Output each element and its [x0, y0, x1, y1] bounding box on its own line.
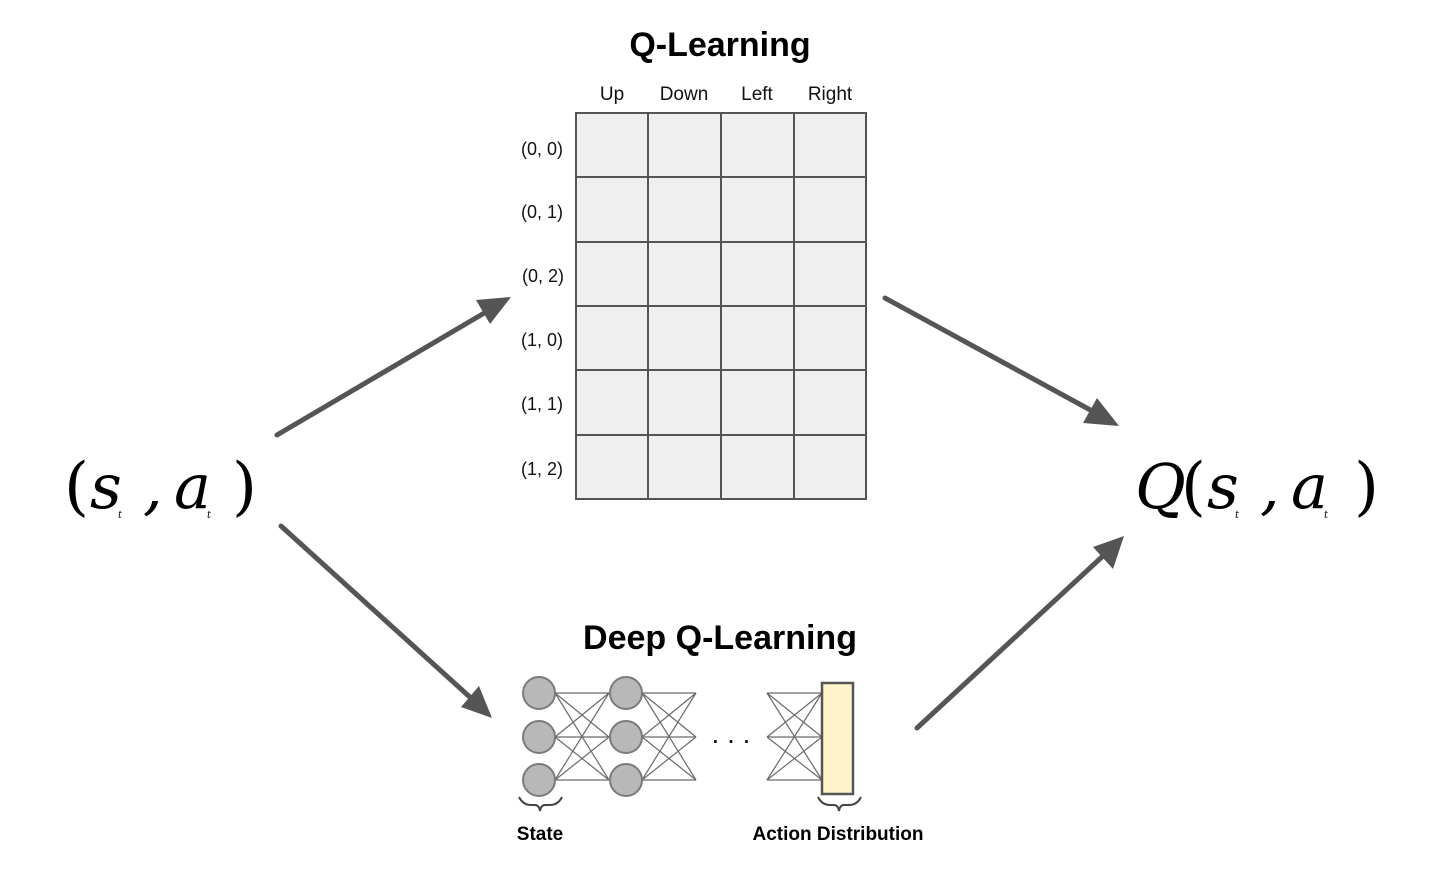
hidden-neuron — [609, 676, 643, 710]
column-header-left: Left — [741, 84, 773, 105]
q-table-cell — [793, 305, 867, 371]
q-table-cell — [720, 434, 795, 500]
q-table-cell — [575, 434, 649, 500]
deep-q-learning-section: Deep Q-Learning — [517, 619, 924, 845]
q-table-cell — [793, 176, 867, 243]
output-s-subscript: t — [1235, 510, 1239, 521]
q-table-cell — [575, 369, 649, 436]
input-close-paren: ) — [232, 450, 257, 524]
column-header-up: Up — [600, 84, 624, 105]
output-s-symbol: s — [1207, 450, 1239, 523]
neural-connection — [766, 692, 823, 738]
row-label-0-0: (0, 0) — [521, 139, 563, 159]
neural-connection — [766, 736, 823, 781]
input-state-action: ( s t , a t ) — [64, 450, 257, 524]
row-label-1-1: (1, 1) — [521, 394, 563, 414]
q-table-cell — [647, 112, 722, 178]
q-table-cell — [720, 176, 795, 243]
input-s-symbol: s — [90, 450, 122, 523]
q-table-cell — [793, 112, 867, 178]
input-comma: , — [143, 450, 163, 523]
q-table-cell — [793, 241, 867, 307]
column-header-right: Right — [808, 84, 853, 105]
q-table-cell — [720, 241, 795, 307]
row-label-0-1: (0, 1) — [521, 202, 563, 222]
column-header-down: Down — [660, 84, 709, 105]
neural-connection — [641, 736, 697, 781]
neural-connection — [554, 692, 610, 781]
q-table-cell — [575, 241, 649, 307]
output-a-symbol: a — [1291, 450, 1328, 523]
diagram-arrows — [274, 295, 1124, 731]
deep-q-learning-title: Deep Q-Learning — [583, 619, 857, 657]
action-distribution-label: Action Distribution — [753, 824, 924, 845]
q-table-cell — [575, 176, 649, 243]
arrow-input-to-q-table-line — [274, 309, 489, 438]
q-table-cell — [720, 112, 795, 178]
hidden-neuron — [609, 763, 643, 797]
neural-connection — [554, 692, 610, 738]
arrow-input-to-q-table-head — [476, 297, 511, 324]
q-learning-title: Q-Learning — [629, 26, 810, 64]
arrow-deep-network-to-output-head — [1093, 536, 1124, 569]
neural-network-neurons — [522, 676, 643, 797]
q-table — [575, 112, 867, 500]
arrow-q-table-to-output-head — [1083, 398, 1119, 426]
hidden-neuron — [609, 720, 643, 754]
action-distribution-brace — [817, 796, 862, 812]
arrow-input-to-deep-network-head — [461, 686, 492, 718]
action-distribution-output-box — [820, 681, 855, 796]
state-brace — [518, 796, 563, 812]
output-comma: , — [1260, 450, 1280, 523]
q-table-cell — [647, 176, 722, 243]
q-table-cell — [575, 112, 649, 178]
input-neuron — [522, 763, 556, 797]
neural-connection — [554, 736, 610, 781]
output-open-paren: ( — [1181, 450, 1206, 524]
state-label: State — [517, 824, 563, 845]
output-q-symbol: Q — [1135, 450, 1186, 523]
input-a-subscript: t — [207, 510, 211, 521]
input-a-symbol: a — [174, 450, 211, 523]
q-table-cell — [647, 241, 722, 307]
neural-connection — [641, 692, 697, 781]
input-neuron — [522, 676, 556, 710]
q-table-cell — [720, 369, 795, 436]
q-table-cell — [793, 369, 867, 436]
row-label-1-0: (1, 0) — [521, 330, 563, 350]
row-label-0-2: (0, 2) — [522, 266, 564, 286]
arrow-deep-network-to-output-line — [914, 552, 1107, 731]
q-table-cell — [647, 369, 722, 436]
arrow-q-table-to-output-line — [882, 295, 1097, 415]
output-q-value: Q ( s t , a t ) — [1135, 450, 1379, 524]
q-table-cell — [575, 305, 649, 371]
row-label-1-2: (1, 2) — [521, 459, 563, 479]
network-ellipsis: . . . — [712, 718, 751, 749]
q-table-cell — [720, 305, 795, 371]
q-learning-section: Q-Learning Up Down Left Right (0, 0) (0,… — [521, 26, 867, 500]
arrow-input-to-deep-network-line — [278, 523, 475, 702]
input-neuron — [522, 720, 556, 754]
input-open-paren: ( — [64, 450, 89, 524]
q-table-cell — [647, 434, 722, 500]
q-table-cell — [647, 305, 722, 371]
input-s-subscript: t — [118, 510, 122, 521]
neural-connection — [766, 692, 823, 781]
q-table-cell — [793, 434, 867, 500]
neural-connection — [641, 692, 697, 738]
neural-network-connections — [554, 692, 823, 781]
output-close-paren: ) — [1354, 450, 1379, 524]
output-a-subscript: t — [1324, 510, 1328, 521]
